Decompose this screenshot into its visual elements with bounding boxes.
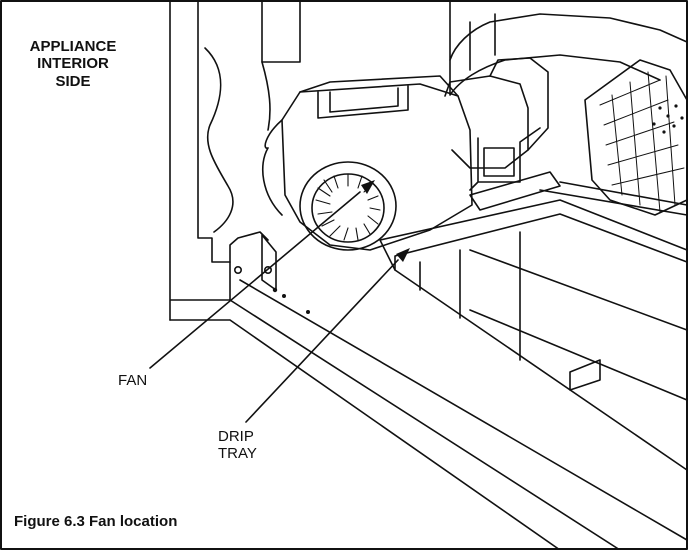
base-front-edge <box>229 299 621 550</box>
fan-arrowhead <box>361 180 375 194</box>
drip-tray-support <box>569 359 601 391</box>
fan-housing-slot-inner <box>329 87 399 113</box>
wall-panel-edge <box>261 61 271 131</box>
drip-tray-channel <box>469 249 688 401</box>
wire-duct <box>584 59 688 216</box>
heading-line-2: INTERIOR <box>37 55 109 73</box>
drip-tray-callout: DRIP TRAY <box>218 428 257 463</box>
fan-motor <box>444 75 529 169</box>
drip-tray-front-lip <box>379 239 688 471</box>
wall-inner-edge <box>197 0 231 263</box>
tray-bracket <box>469 171 561 211</box>
cabinet-side-wall <box>169 0 269 321</box>
drip-tray-callout-line-1: DRIP <box>218 428 254 445</box>
fan-scroll-left <box>261 119 283 216</box>
wall-hole <box>234 265 243 274</box>
drip-tray-callout-line-2: TRAY <box>218 445 257 463</box>
mounting-bracket <box>261 234 277 291</box>
fan-callout: FAN <box>118 372 148 389</box>
fan-housing-slot <box>317 85 409 119</box>
drip-tray-leader-line <box>245 259 399 423</box>
wall-contour <box>204 47 234 233</box>
floor-holes <box>272 287 310 314</box>
rear-bulkhead-lower <box>449 54 661 96</box>
heading-line-1: APPLIANCE <box>29 38 117 55</box>
fan-housing-body <box>281 83 473 251</box>
bracket-hole <box>263 265 272 274</box>
wall-top-ledge <box>261 0 301 63</box>
fan-inlet-rim <box>299 161 397 251</box>
drip-tray-inner-edge <box>394 213 688 271</box>
duct-perforations <box>652 104 684 134</box>
drip-tray-trough <box>419 231 521 361</box>
base-inner-edge <box>239 279 688 541</box>
bulkhead-shadow <box>469 13 496 71</box>
motor-connector <box>483 147 515 177</box>
drip-tray-rail <box>539 181 688 216</box>
rear-bulkhead <box>449 0 688 61</box>
base-floor-lines <box>169 319 561 550</box>
heading-line-3: SIDE <box>55 72 91 90</box>
drip-tray-top-edge <box>379 199 688 251</box>
fan-leader-line <box>149 191 361 369</box>
duct-grid <box>599 71 685 213</box>
interior-side-heading: APPLIANCE INTERIOR SIDE <box>14 38 132 90</box>
motor-endcap <box>489 57 549 151</box>
drip-tray-arrowhead <box>396 248 410 262</box>
figure-caption: Figure 6.3 Fan location <box>14 513 178 530</box>
motor-terminal-block <box>469 127 541 191</box>
fan-blades <box>315 173 381 241</box>
